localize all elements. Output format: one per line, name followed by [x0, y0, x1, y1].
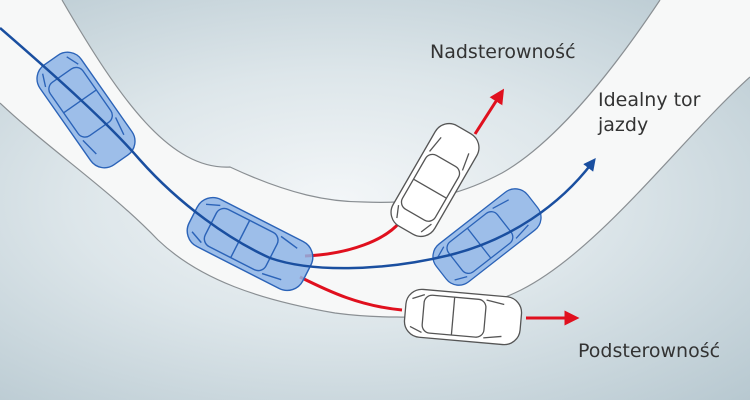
ideal-line-label-2: jazdy [598, 114, 649, 136]
road [0, 0, 750, 317]
understeer-path [299, 275, 403, 312]
oversteer-label: Nadsterowność [430, 41, 576, 63]
understeer-label: Podsterowność [578, 340, 721, 362]
road-edge-inner [61, 0, 661, 203]
ideal-path [0, 27, 596, 270]
oversteer-path [304, 221, 402, 258]
ideal-line-label-1: Idealny tor [598, 89, 701, 111]
road-edge-outer [0, 76, 750, 318]
oversteer-arrow [473, 88, 505, 135]
car-understeer [402, 287, 524, 347]
